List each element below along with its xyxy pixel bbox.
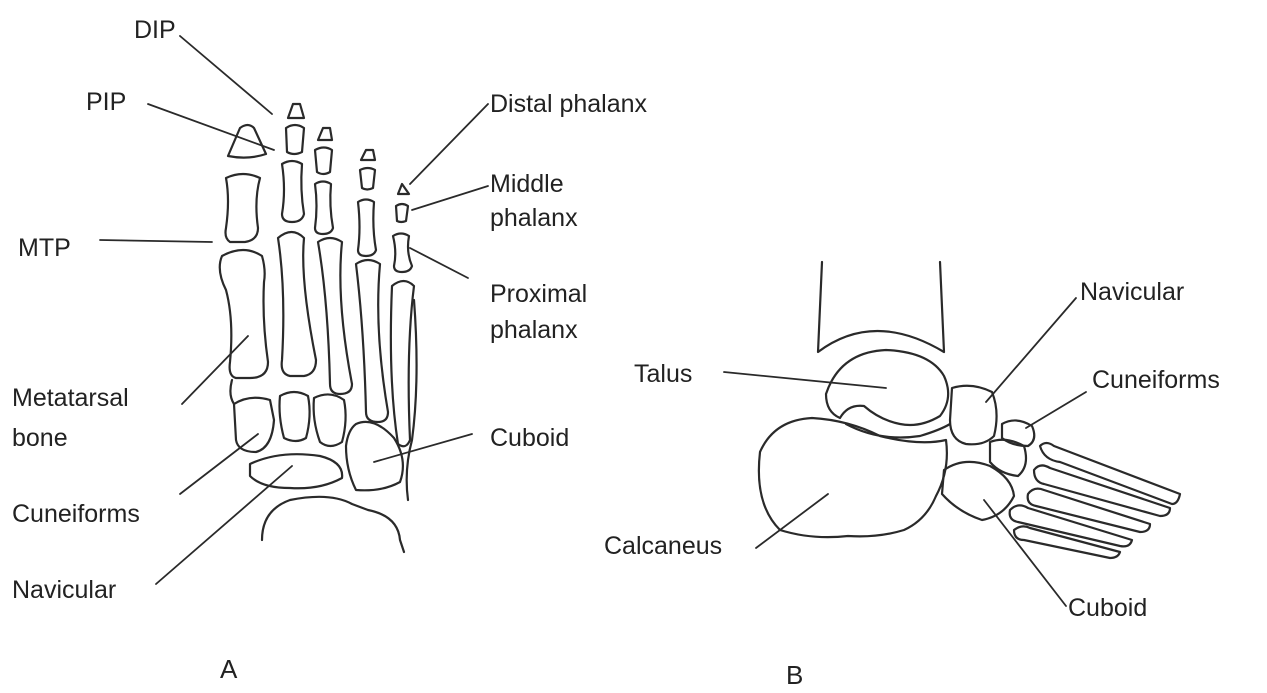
- tibia-shaft: [818, 262, 944, 352]
- label-proximal-phalanx-line1: Proximal: [490, 280, 587, 308]
- toe2-middle-phalanx: [286, 125, 304, 154]
- label-cuboid-b: Cuboid: [1068, 594, 1147, 622]
- navicular-lateral: [950, 386, 997, 445]
- leader-distal-phalanx: [410, 104, 488, 184]
- talus-dorsal: [262, 497, 404, 552]
- leader-navicular-b: [986, 298, 1076, 402]
- leader-dip: [180, 36, 272, 114]
- toe2-proximal-phalanx: [282, 161, 304, 222]
- figure-a-drawing: [100, 36, 488, 584]
- label-middle-phalanx-line2: phalanx: [490, 204, 578, 232]
- leader-metatarsal: [182, 336, 248, 404]
- leader-cuneiforms-a: [180, 434, 258, 494]
- second-metatarsal: [278, 232, 316, 376]
- label-mtp: MTP: [18, 234, 71, 262]
- toe2-distal-phalanx: [288, 104, 304, 118]
- toe4-distal-phalanx: [361, 150, 375, 160]
- third-metatarsal: [318, 238, 352, 394]
- toe5-middle-phalanx: [396, 204, 408, 222]
- label-dip: DIP: [134, 16, 176, 44]
- figure-b-labels: Talus Calcaneus Navicular Cuneiforms Cub…: [604, 278, 1220, 688]
- label-calcaneus: Calcaneus: [604, 532, 722, 560]
- label-talus: Talus: [634, 360, 692, 388]
- label-cuboid-a: Cuboid: [490, 424, 569, 452]
- label-navicular-b: Navicular: [1080, 278, 1184, 306]
- label-metatarsal-line1: Metatarsal: [12, 384, 129, 412]
- caption-b: B: [786, 660, 803, 688]
- leader-cuboid-a: [374, 434, 472, 462]
- label-distal-phalanx: Distal phalanx: [490, 90, 648, 118]
- medial-cuneiform: [234, 398, 274, 452]
- intermediate-cuneiform: [280, 392, 310, 441]
- big-toe-distal-phalanx: [228, 125, 266, 158]
- leader-talus: [724, 372, 886, 388]
- toe5-proximal-phalanx: [393, 234, 412, 273]
- toe3-distal-phalanx: [318, 128, 332, 140]
- toe5-distal-phalanx: [398, 184, 409, 194]
- lateral-cuneiform: [314, 394, 346, 446]
- label-pip: PIP: [86, 88, 126, 116]
- toe3-proximal-phalanx: [315, 182, 333, 235]
- figure-b-drawing: [724, 262, 1180, 606]
- leader-navicular-a: [156, 466, 292, 584]
- label-metatarsal-line2: bone: [12, 424, 68, 452]
- subtalar-line: [846, 424, 950, 438]
- fifth-metatarsal: [391, 281, 414, 446]
- navicular-dorsal: [250, 454, 342, 488]
- foot-medial-outline: [230, 380, 234, 404]
- label-navicular-a: Navicular: [12, 576, 116, 604]
- leader-cuneiforms-b: [1026, 392, 1086, 428]
- label-cuneiforms-b: Cuneiforms: [1092, 366, 1220, 394]
- leader-middle-phalanx: [412, 186, 488, 210]
- big-toe-proximal-phalanx: [226, 174, 261, 242]
- cuneiform-2: [990, 440, 1026, 476]
- toe4-proximal-phalanx: [358, 200, 376, 257]
- label-proximal-phalanx-line2: phalanx: [490, 316, 578, 344]
- leader-proximal-phalanx: [410, 248, 468, 278]
- fourth-metatarsal: [356, 260, 388, 422]
- toe3-middle-phalanx: [315, 148, 332, 175]
- toe4-middle-phalanx: [360, 168, 375, 190]
- cuboid-lateral: [942, 462, 1014, 520]
- label-cuneiforms-a: Cuneiforms: [12, 500, 140, 528]
- leader-pip: [148, 104, 274, 150]
- caption-a: A: [220, 654, 238, 684]
- label-middle-phalanx-line1: Middle: [490, 170, 564, 198]
- leader-calcaneus: [756, 494, 828, 548]
- talus-lateral: [826, 350, 948, 425]
- leader-mtp: [100, 240, 212, 242]
